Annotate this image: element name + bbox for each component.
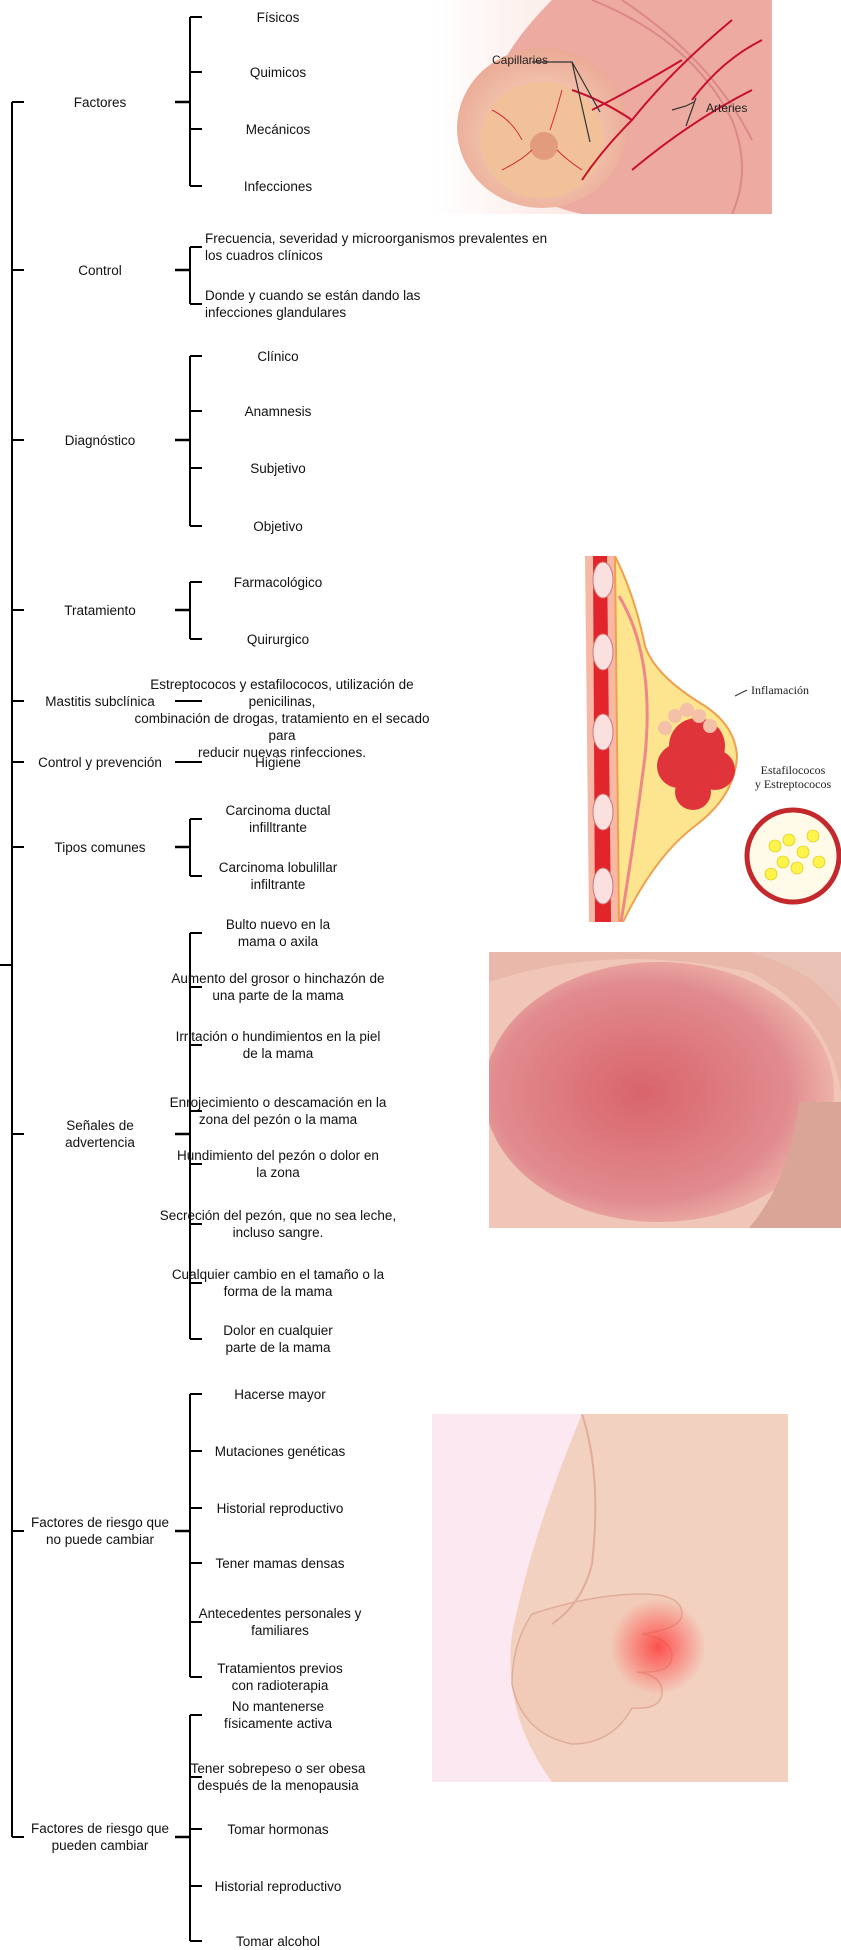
item-label: Mutaciones genéticas: [130, 1443, 430, 1460]
item-label: Hacerse mayor: [130, 1386, 430, 1403]
item-label: Hundimiento del pezón o dolor en la zona: [128, 1147, 428, 1181]
category-label: Tipos comunes: [15, 839, 185, 856]
item-label: Subjetivo: [128, 460, 428, 477]
item-label: Historial reproductivo: [130, 1500, 430, 1517]
item-label: Secreción del pezón, que no sea leche, i…: [128, 1207, 428, 1241]
item-label: Historial reproductivo: [128, 1878, 428, 1895]
category-label: Factores: [15, 94, 185, 111]
item-label: Estreptococos y estafilococos, utilizaci…: [132, 676, 432, 761]
item-label: Tomar hormonas: [128, 1821, 428, 1838]
inflammation-label: Inflamación: [751, 683, 809, 697]
category-label: Factores de riesgo que no puede cambiar: [15, 1514, 185, 1548]
item-label: Enrojecimiento o descamación en la zona …: [128, 1094, 428, 1128]
item-label: Tomar alcohol: [128, 1933, 428, 1950]
item-label: No mantenerse físicamente activa: [128, 1698, 428, 1732]
item-label: Irritación o hundimientos en la piel de …: [128, 1028, 428, 1062]
item-label: Cualquier cambio en el tamaño o la forma…: [128, 1266, 428, 1300]
item-label: Dolor en cualquier parte de la mama: [128, 1322, 428, 1356]
item-label: Higiene: [128, 754, 428, 771]
breast-pain-photo: [432, 1414, 788, 1782]
anatomy-illustration: Capillaries Arteries: [432, 0, 772, 214]
category-label: Control: [15, 262, 185, 279]
item-label: Anamnesis: [128, 403, 428, 420]
item-label: Donde y cuando se están dando las infecc…: [205, 287, 420, 321]
category-label: Diagnóstico: [15, 432, 185, 449]
item-label: Carcinoma lobulillar infiltrante: [128, 859, 428, 893]
item-label: Aumento del grosor o hinchazón de una pa…: [128, 970, 428, 1004]
item-label: Quirurgico: [128, 631, 428, 648]
item-label: Quimicos: [128, 64, 428, 81]
arteries-label: Arteries: [706, 101, 747, 115]
item-label: Mecánicos: [128, 121, 428, 138]
item-label: Clínico: [128, 348, 428, 365]
skin-rash-photo: [489, 952, 841, 1228]
item-label: Farmacológico: [128, 574, 428, 591]
item-label: Tener sobrepeso o ser obesa después de l…: [128, 1760, 428, 1794]
item-label: Tener mamas densas: [130, 1555, 430, 1572]
item-label: Bulto nuevo en la mama o axila: [128, 916, 428, 950]
item-label: Carcinoma ductal infilltrante: [128, 802, 428, 836]
item-label: Antecedentes personales y familiares: [130, 1605, 430, 1639]
capillaries-label: Capillaries: [492, 53, 548, 67]
item-label: Objetivo: [128, 518, 428, 535]
item-label: Infecciones: [128, 178, 428, 195]
item-label: Frecuencia, severidad y microorganismos …: [205, 230, 547, 264]
category-label: Tratamiento: [15, 602, 185, 619]
item-label: Físicos: [128, 9, 428, 26]
item-label: Tratamientos previos con radioterapia: [130, 1660, 430, 1694]
